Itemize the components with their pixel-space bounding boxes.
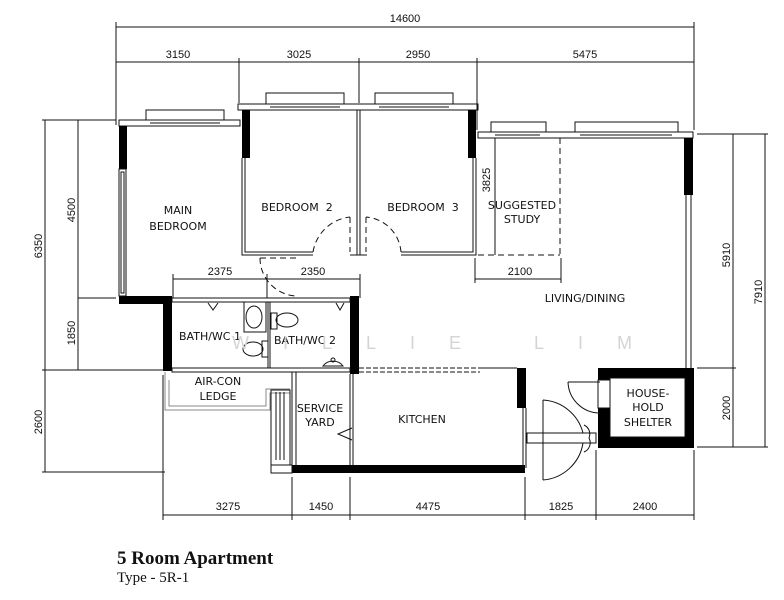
dim-bottom-5: 2400 xyxy=(633,501,657,513)
dim-right-2000: 2000 xyxy=(721,396,733,420)
dim-bath-2: 2350 xyxy=(301,266,325,278)
label-shelter-1: HOUSE- xyxy=(627,387,670,400)
label-service-1: SERVICE xyxy=(297,402,343,415)
watermark: WILLIE LIM xyxy=(232,333,666,353)
dim-top-3: 2950 xyxy=(406,49,430,61)
dim-left-2600: 2600 xyxy=(33,410,45,434)
dim-bottom-2: 1450 xyxy=(309,501,333,513)
label-bath-1: BATH/WC 1 xyxy=(179,330,241,343)
dim-top-overall: 14600 xyxy=(390,13,421,25)
label-shelter-3: SHELTER xyxy=(624,416,672,429)
dim-left-1850: 1850 xyxy=(66,321,78,345)
dim-left-6350: 6350 xyxy=(33,234,45,258)
room-labels: MAIN BEDROOM BEDROOM 2 BEDROOM 3 SUGGEST… xyxy=(149,199,672,429)
label-kitchen: KITCHEN xyxy=(398,413,446,426)
dim-top-4: 5475 xyxy=(573,49,597,61)
label-main-bedroom-2: BEDROOM xyxy=(149,220,206,233)
dim-study-width: 2100 xyxy=(508,266,532,278)
plan-title: 5 Room Apartment xyxy=(117,548,274,569)
top-dimensions: 14600 3150 3025 2950 5475 xyxy=(115,13,695,130)
left-dimensions: 6350 4500 1850 2600 xyxy=(33,119,165,473)
label-study-1: SUGGESTED xyxy=(488,199,556,212)
label-main-bedroom-1: MAIN xyxy=(164,204,193,217)
label-bath-2: BATH/WC 2 xyxy=(274,334,336,347)
label-aircon-2: LEDGE xyxy=(199,390,236,403)
dim-study-depth: 3825 xyxy=(481,168,493,192)
dim-bottom-4: 1825 xyxy=(549,501,573,513)
internal-dimensions: 2375 2350 2100 3825 xyxy=(172,138,562,298)
label-aircon-1: AIR-CON xyxy=(195,375,242,388)
dim-right-7910: 7910 xyxy=(753,280,765,304)
label-shelter-2: HOLD xyxy=(632,401,664,414)
plan-type: Type - 5R-1 xyxy=(117,570,190,586)
dim-bottom-3: 4475 xyxy=(416,501,440,513)
label-bedroom-3: BEDROOM 3 xyxy=(387,201,458,214)
bottom-dimensions: 3275 1450 4475 1825 2400 xyxy=(162,375,695,520)
right-dimensions: 5910 2000 7910 xyxy=(697,133,768,448)
walls xyxy=(118,92,694,481)
dim-bath-1: 2375 xyxy=(208,266,232,278)
label-living-dining: LIVING/DINING xyxy=(545,292,626,305)
dim-top-1: 3150 xyxy=(166,49,190,61)
label-service-2: YARD xyxy=(304,416,335,429)
dim-right-5910: 5910 xyxy=(721,243,733,267)
label-bedroom-2: BEDROOM 2 xyxy=(261,201,332,214)
dim-bottom-1: 3275 xyxy=(216,501,240,513)
dim-left-4500: 4500 xyxy=(66,198,78,222)
dim-top-2: 3025 xyxy=(287,49,311,61)
label-study-2: STUDY xyxy=(504,213,541,226)
